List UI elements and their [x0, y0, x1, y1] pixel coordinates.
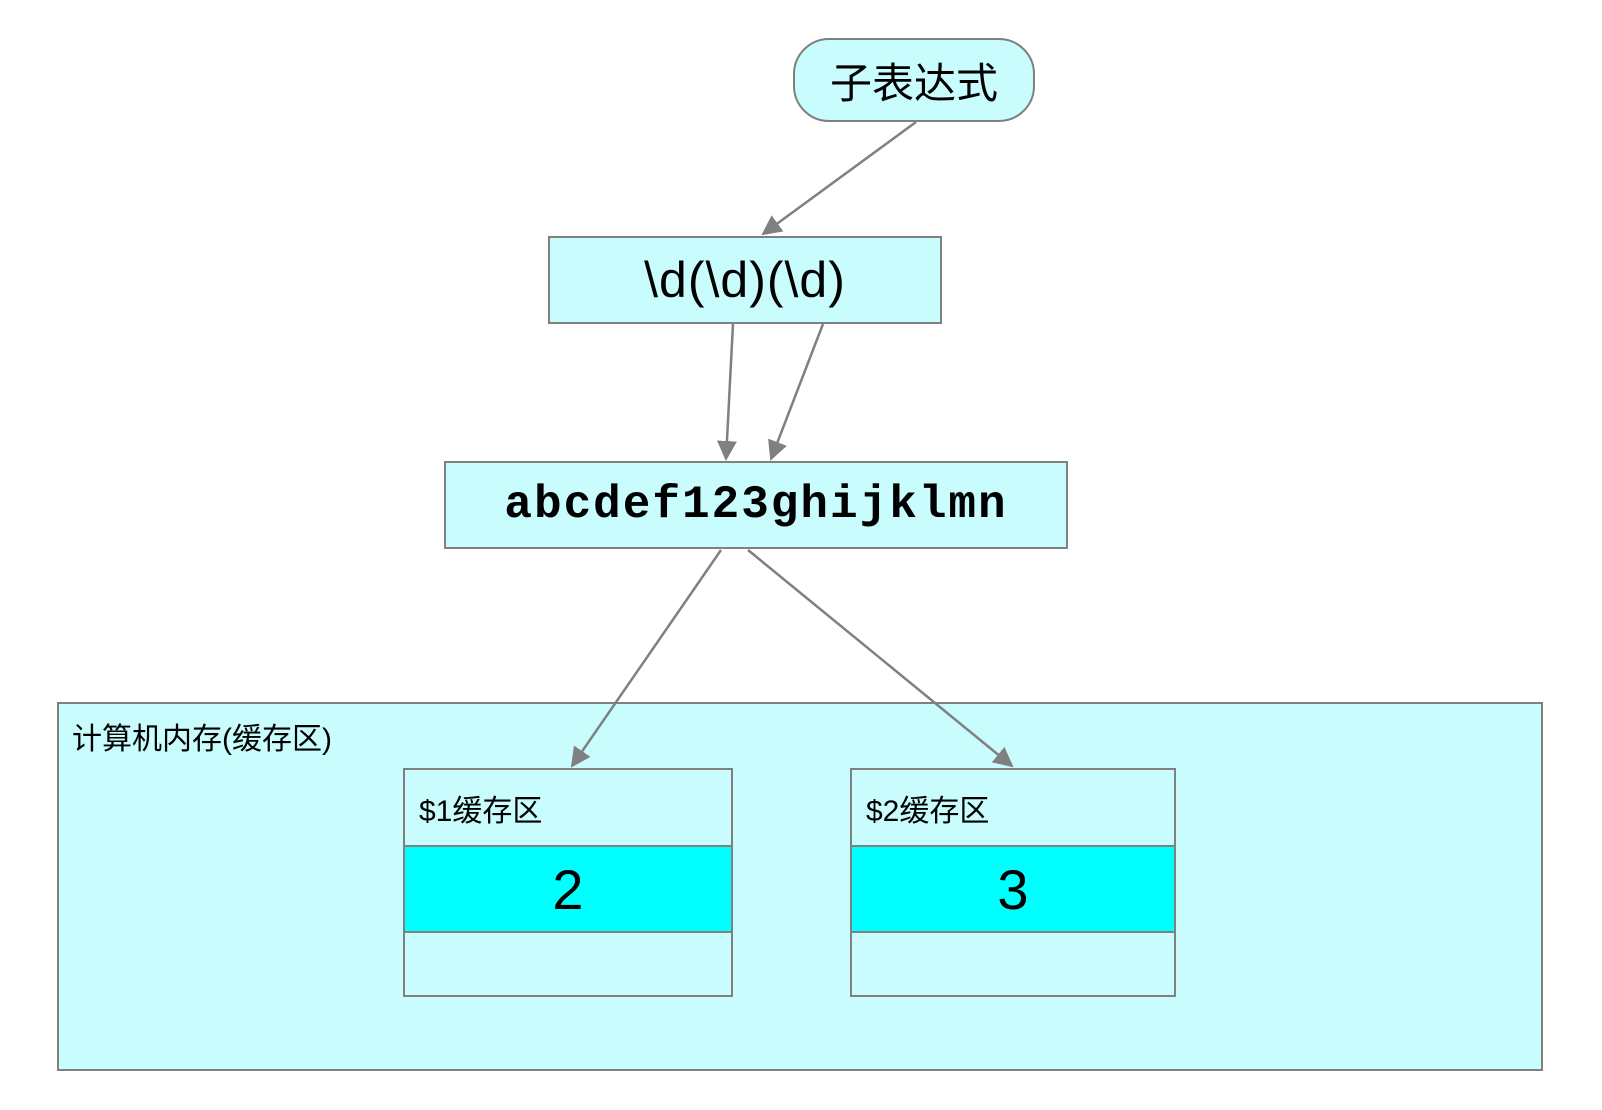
arrow-subexpression-to-regex	[761, 120, 917, 236]
regex-text: \d(\d)(\d)	[644, 252, 846, 308]
buffer-2-value: 3	[852, 845, 1174, 933]
buffer-1-empty-row	[405, 933, 731, 995]
memory-container: 计算机内存(缓存区)	[57, 702, 1543, 1071]
arrow-regex-to-string-right	[768, 323, 825, 461]
buffer-2-empty-row	[852, 933, 1174, 995]
test-string-node: abcdef123ghijklmn	[444, 461, 1068, 549]
buffer-2-name: $2缓存区	[852, 770, 1174, 845]
subexpression-label: 子表达式	[829, 59, 998, 107]
regex-node: \d(\d)(\d)	[548, 236, 942, 324]
buffer-table-2: $2缓存区 3	[850, 768, 1176, 997]
subexpression-node: 子表达式	[793, 38, 1035, 122]
buffer-1-name: $1缓存区	[405, 770, 731, 845]
test-string-text: abcdef123ghijklmn	[504, 479, 1008, 531]
buffer-1-value: 2	[405, 845, 731, 933]
memory-label: 计算机内存(缓存区)	[72, 723, 332, 756]
arrow-regex-to-string-left	[716, 323, 737, 461]
buffer-table-1: $1缓存区 2	[403, 768, 733, 997]
